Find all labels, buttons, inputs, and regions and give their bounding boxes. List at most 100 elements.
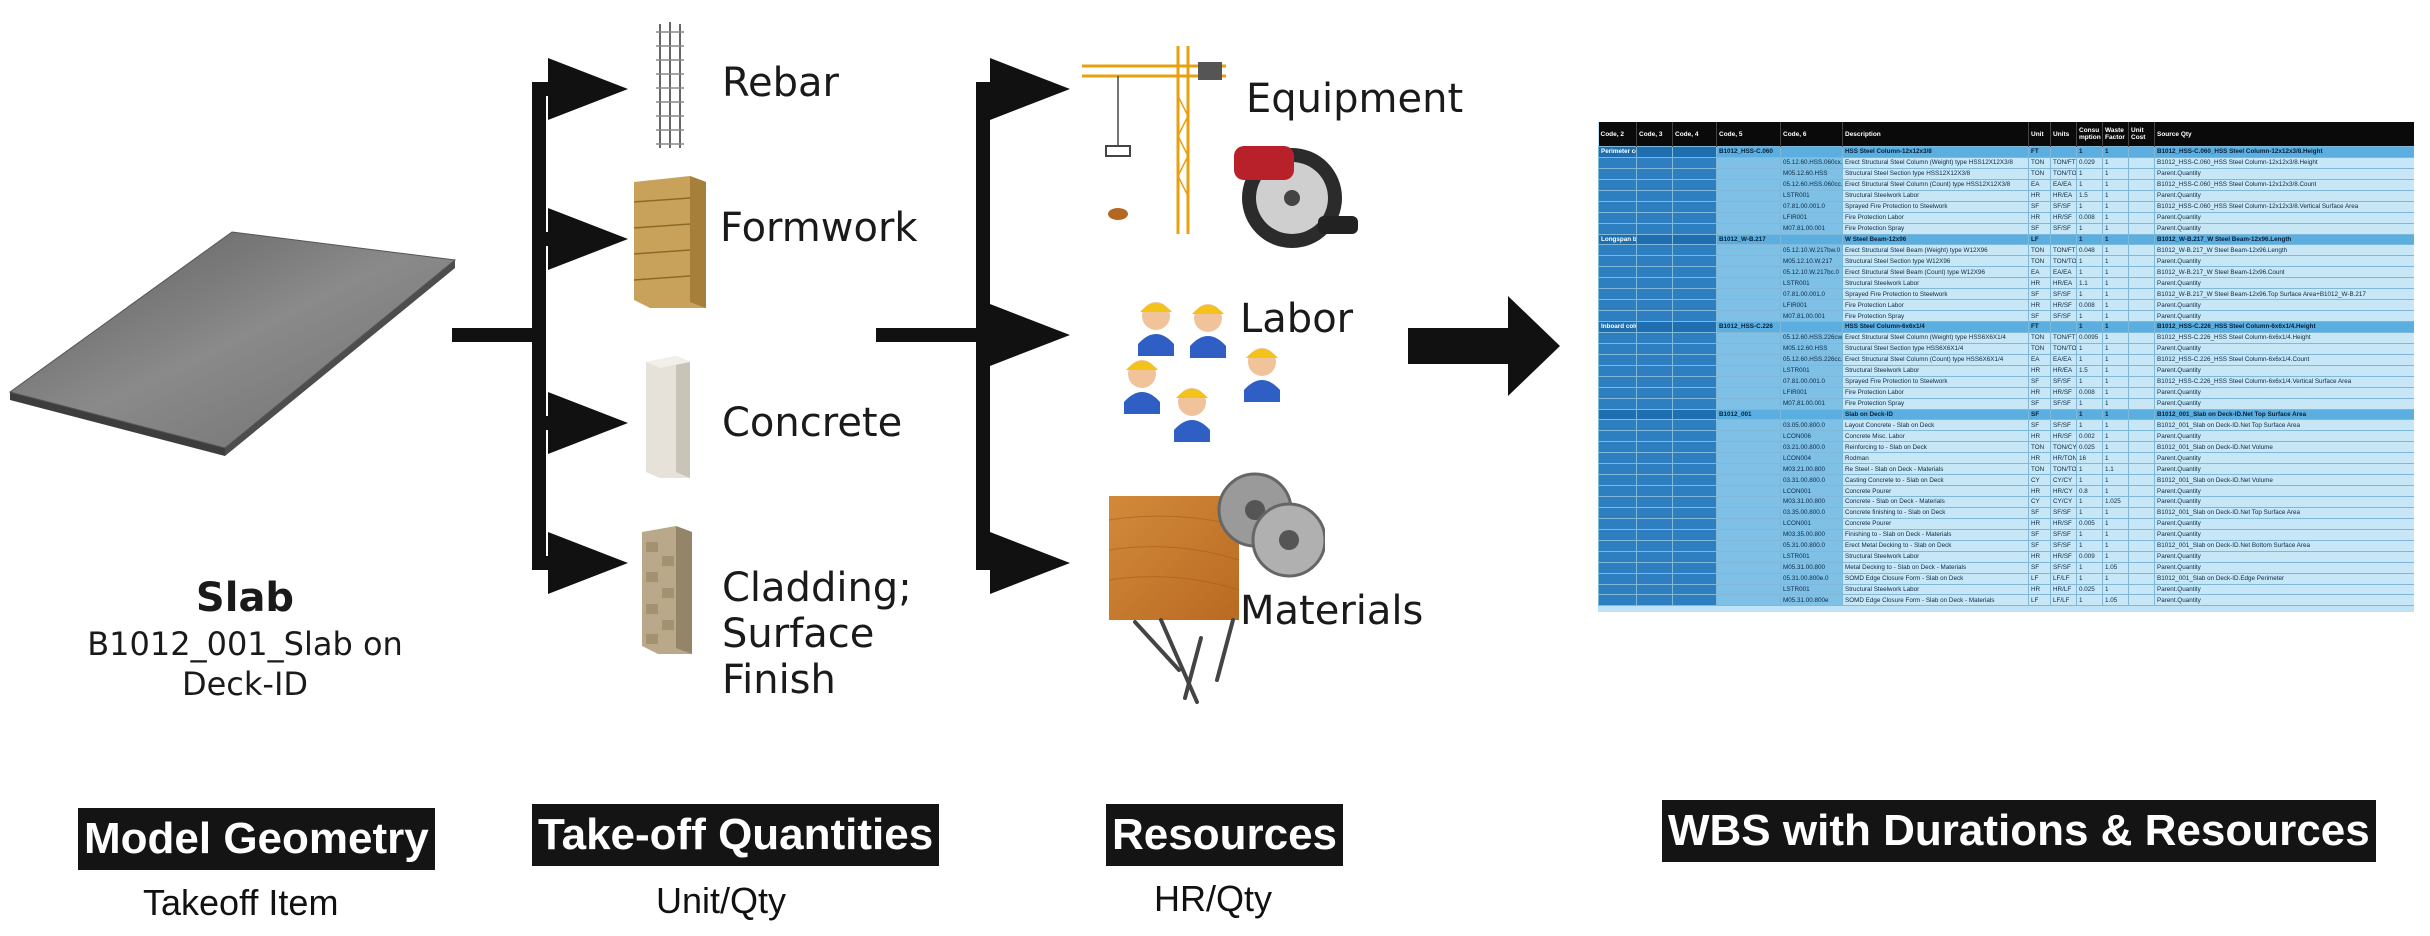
wbs-cell: Concrete - Slab on Deck - Materials: [1842, 496, 2029, 508]
wbs-cell: 05.12.60.HSS.060cx.0: [1780, 156, 1843, 169]
wbs-cell: Parent.Quantity: [2154, 386, 2414, 399]
wbs-cell: M07.81.00.001: [1780, 397, 1843, 410]
wbs-cell: [2128, 550, 2155, 563]
wbs-cell: [1716, 441, 1781, 454]
wbs-cell: [1672, 419, 1717, 432]
wbs-cell: [1672, 255, 1717, 268]
wbs-cell: [1716, 342, 1781, 355]
wbs-cell: 1: [2076, 419, 2103, 432]
wbs-cell: [1598, 397, 1637, 410]
wbs-cell: HR/TON: [2050, 452, 2077, 465]
wbs-cell: 1: [2102, 452, 2129, 465]
wbs-cell: [1598, 288, 1637, 301]
wbs-cell: Erect Metal Decking to - Slab on Deck: [1842, 539, 2029, 552]
wbs-cell: 1: [2102, 441, 2129, 454]
wbs-cell: [1672, 528, 1717, 541]
slab-illustration: [8, 231, 457, 456]
wbs-cell: [1636, 233, 1673, 246]
wbs-cell: [1672, 496, 1717, 508]
wbs-cell: 1: [2076, 594, 2103, 607]
wbs-cell: [1636, 255, 1673, 268]
wbs-cell: TON/FT: [2050, 331, 2077, 344]
section-title-resources: Resources: [1106, 804, 1344, 866]
wbs-cell: [1636, 167, 1673, 180]
wbs-cell: [2128, 211, 2155, 224]
cladding-column-icon: [642, 526, 692, 654]
wbs-cell: 0.029: [2076, 156, 2103, 169]
wbs-cell: [1598, 211, 1637, 224]
wbs-cell: 05.12.60.HSS.060cc.0: [1780, 178, 1843, 191]
wbs-cell: [1672, 156, 1717, 169]
wbs-cell: [2128, 561, 2155, 574]
crane-icon: [1082, 46, 1226, 234]
wbs-cell: [1716, 375, 1781, 388]
wbs-cell: M03.35.00.800: [1780, 528, 1843, 541]
wbs-cell: [1716, 178, 1781, 191]
wbs-cell: [1716, 331, 1781, 344]
wbs-cell: Parent.Quantity: [2154, 211, 2414, 224]
connector-slab: [452, 328, 542, 342]
wbs-cell: Parent.Quantity: [2154, 528, 2414, 541]
wbs-cell: [1598, 430, 1637, 443]
wbs-cell: SF: [2028, 408, 2051, 421]
wbs-cell: 03.31.00.800.0: [1780, 474, 1843, 487]
wbs-cell: 1: [2102, 200, 2129, 213]
wbs-cell: [1672, 594, 1717, 607]
wbs-cell: Parent.Quantity: [2154, 397, 2414, 410]
wbs-cell: [1636, 156, 1673, 169]
wbs-cell: B1012_HSS-C.226_HSS Steel Column-6x6x1/4…: [2154, 321, 2414, 333]
wbs-cell: B1012_001_Slab on Deck-ID.Net Volume: [2154, 474, 2414, 487]
wbs-cell: HR: [2028, 189, 2051, 202]
section-subtitle-model-geometry: Takeoff Item: [143, 882, 339, 923]
wbs-cell: [1716, 550, 1781, 563]
wbs-cell: [1716, 506, 1781, 519]
wbs-cell: [1672, 506, 1717, 519]
wbs-cell: [2128, 506, 2155, 519]
rebar-icon: [656, 22, 684, 148]
wbs-cell: [1716, 463, 1781, 476]
wbs-cell: [1672, 331, 1717, 344]
wbs-cell: Parent.Quantity: [2154, 189, 2414, 202]
wbs-cell: Sprayed Fire Protection to Steelwork: [1842, 375, 2029, 388]
wbs-cell: B1012_HSS-C.226_HSS Steel Column-6x6x1/4…: [2154, 353, 2414, 366]
wbs-cell: [1636, 539, 1673, 552]
wbs-cell: 1: [2076, 167, 2103, 180]
concrete-column-icon: [646, 356, 690, 478]
wbs-cell: [2128, 430, 2155, 443]
section-title-wbs: WBS with Durations & Resources: [1662, 800, 2376, 862]
wbs-cell: B1012_HSS-C.060_HSS Steel Column-12x12x3…: [2154, 156, 2414, 169]
wbs-cell: [2128, 222, 2155, 235]
wbs-cell: [1672, 485, 1717, 497]
wbs-cell: [2128, 299, 2155, 312]
wbs-cell: Parent.Quantity: [2154, 277, 2414, 290]
wbs-cell: 1: [2076, 561, 2103, 574]
wbs-cell: LCON004: [1780, 452, 1843, 465]
wbs-cell: [2050, 146, 2077, 158]
wbs-cell: Parent.Quantity: [2154, 517, 2414, 530]
wbs-cell: LCON006: [1780, 430, 1843, 443]
wbs-cell: [2128, 364, 2155, 377]
wbs-cell: [1636, 386, 1673, 399]
wbs-cell: [1636, 561, 1673, 574]
wbs-cell: [1672, 222, 1717, 235]
wbs-cell: 1: [2102, 167, 2129, 180]
wbs-cell: 1: [2076, 528, 2103, 541]
wbs-cell: [2128, 342, 2155, 355]
wbs-cell: [1716, 452, 1781, 465]
wbs-cell: [1780, 233, 1843, 246]
wbs-cell: 1: [2102, 233, 2129, 246]
wbs-cell: [1672, 364, 1717, 377]
wbs-cell: HR/SF: [2050, 386, 2077, 399]
wbs-cell: 1: [2102, 178, 2129, 191]
wbs-cell: 1.5: [2076, 189, 2103, 202]
wbs-cell: [1636, 244, 1673, 257]
wbs-cell: [1672, 353, 1717, 366]
wbs-cell: SF/SF: [2050, 200, 2077, 213]
